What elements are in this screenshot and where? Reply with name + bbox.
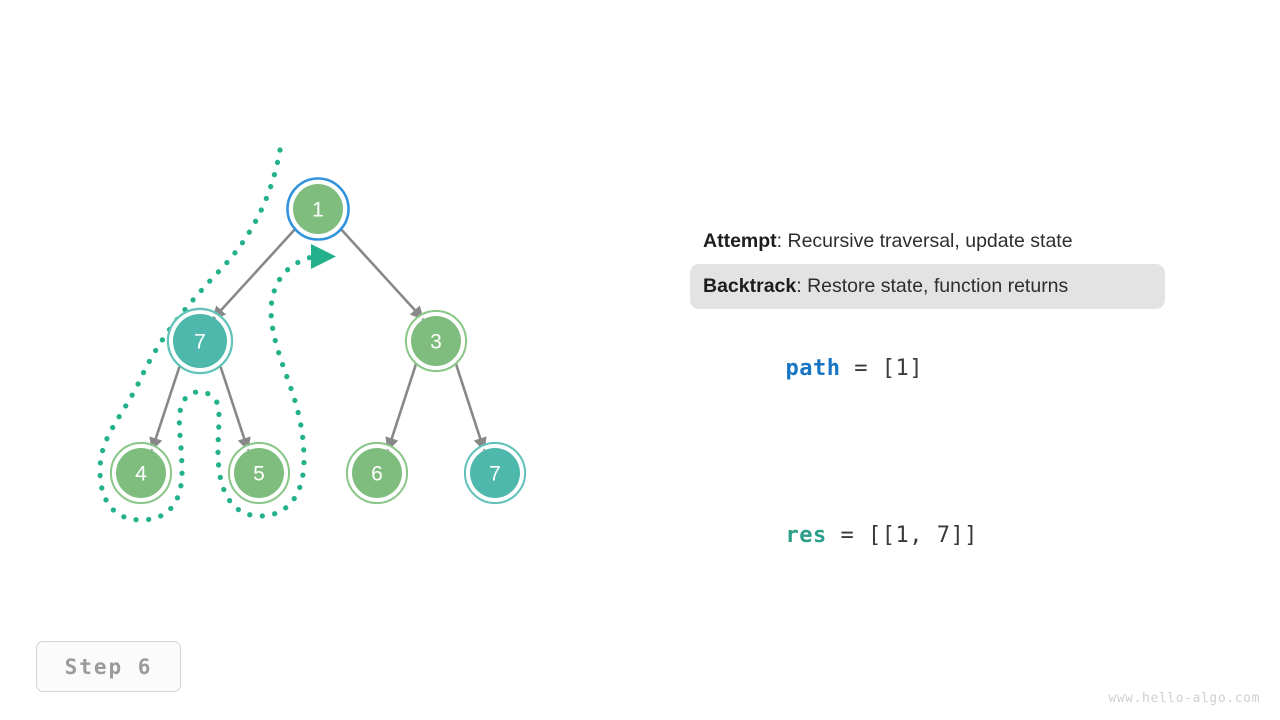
node-7l-label: 7 [194, 331, 206, 354]
edge-1-7l [212, 226, 298, 320]
node-1-label: 1 [312, 199, 324, 222]
node-5-circle [234, 448, 284, 498]
node-5-outer-ring [227, 441, 291, 505]
node-4-circle [116, 448, 166, 498]
tree-node-5[interactable]: 5 [227, 441, 291, 505]
node-7r-gap-ring [465, 443, 524, 502]
res-state-row: res = [[1, 7]] [703, 498, 1223, 573]
tree-node-1[interactable]: 1 [286, 177, 350, 241]
tree-edges [149, 226, 487, 452]
step-badge-label: Step 6 [64, 654, 153, 679]
node-5-label: 5 [253, 463, 265, 486]
node-7r-outer-ring [463, 441, 527, 505]
watermark-text: www.hello-algo.com [1108, 691, 1260, 706]
edge-3-7r [453, 360, 487, 452]
node-1-active-ring [286, 177, 350, 241]
node-3-outer-ring [404, 309, 468, 373]
attempt-label: Attempt [703, 230, 777, 252]
edge-3-6 [385, 360, 419, 452]
res-variable-name: res [785, 522, 827, 548]
edge-1-3 [338, 226, 424, 320]
node-1-gap-ring [288, 179, 348, 239]
watermark: www.hello-algo.com [1108, 691, 1260, 706]
path-variable-name: path [785, 355, 841, 381]
node-3-circle [411, 316, 461, 366]
tree-node-6[interactable]: 6 [345, 441, 409, 505]
step-badge: Step 6 [36, 641, 181, 692]
attempt-line: Attempt: Recursive traversal, update sta… [703, 222, 1223, 260]
node-6-label: 6 [371, 463, 383, 486]
node-4-gap-ring [112, 443, 171, 502]
tree-node-3[interactable]: 3 [404, 309, 468, 373]
explanation-panel: Attempt: Recursive traversal, update sta… [690, 222, 1223, 573]
binary-tree-diagram: 1 7 3 4 5 [97, 147, 527, 523]
res-value: = [[1, 7]] [826, 522, 978, 548]
path-value: = [1] [840, 355, 923, 381]
backtrack-trail [97, 147, 315, 523]
node-7r-circle [470, 448, 520, 498]
node-7r-label: 7 [489, 463, 501, 486]
backtrack-label: Backtrack [703, 275, 797, 298]
node-6-gap-ring [347, 443, 406, 502]
edge-7l-5 [217, 361, 251, 452]
node-5-gap-ring [229, 443, 288, 502]
tree-node-7-left[interactable]: 7 [166, 307, 234, 375]
node-3-gap-ring [406, 311, 465, 370]
attempt-text: : Recursive traversal, update state [776, 230, 1073, 252]
edge-7l-4 [149, 361, 183, 452]
node-7l-circle [173, 314, 227, 368]
backtrack-line: Backtrack: Restore state, function retur… [690, 264, 1165, 309]
tree-node-7-right[interactable]: 7 [463, 441, 527, 505]
tree-node-4[interactable]: 4 [109, 441, 173, 505]
backtrack-text: : Restore state, function returns [796, 275, 1069, 298]
trail-arrowhead-icon [311, 244, 336, 269]
node-4-label: 4 [135, 463, 147, 486]
trail-main [97, 147, 315, 523]
node-6-circle [352, 448, 402, 498]
path-state-row: path = [1] [703, 331, 1223, 406]
node-4-outer-ring [109, 441, 173, 505]
node-1-circle [293, 184, 343, 234]
node-7l-outer-ring [166, 307, 234, 375]
node-3-label: 3 [430, 331, 442, 354]
node-7l-gap-ring [169, 310, 231, 372]
node-6-outer-ring [345, 441, 409, 505]
